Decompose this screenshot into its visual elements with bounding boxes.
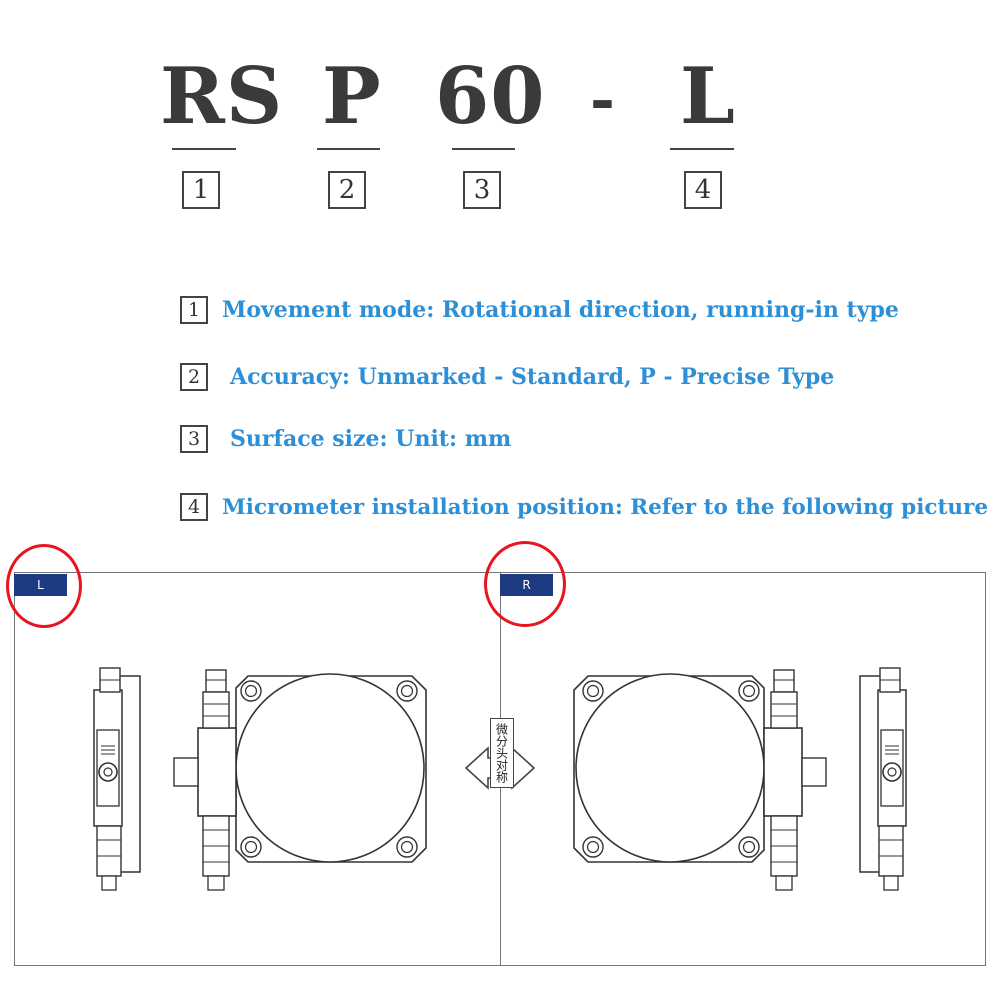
description-number-box: 2 [180,363,208,391]
code-part-accuracy: P [322,51,382,142]
code-underline-2 [317,148,380,150]
code-number-box-1: 1 [182,171,220,209]
code-part-series: RS [160,51,284,142]
code-underline-3 [452,148,515,150]
description-number-box: 4 [180,493,208,521]
code-number-box-2: 2 [328,171,366,209]
description-row-1: 1 Movement mode: Rotational direction, r… [180,296,899,324]
code-part-size: 60 [435,51,546,142]
code-underline-1 [172,148,236,150]
code-underline-4 [670,148,734,150]
code-number-box-4: 4 [684,171,722,209]
code-separator: - [590,65,616,135]
description-text: Micrometer installation position: Refer … [222,494,989,520]
description-number-box: 1 [180,296,208,324]
right-tag-highlight-ring [484,541,566,627]
description-row-4: 4 Micrometer installation position: Refe… [180,493,988,521]
left-tag-highlight-ring [6,544,82,628]
code-number-box-3: 3 [463,171,501,209]
code-part-position: L [680,51,736,142]
description-number-box: 3 [180,425,208,453]
micrometer-symmetry-label: 微分头对称 [490,718,514,788]
description-row-2: 2 Accuracy: Unmarked - Standard, P - Pre… [180,363,834,391]
description-text: Movement mode: Rotational direction, run… [222,297,899,323]
description-row-3: 3 Surface size: Unit: mm [180,425,511,453]
description-text: Accuracy: Unmarked - Standard, P - Preci… [230,364,835,390]
description-text: Surface size: Unit: mm [230,426,512,452]
